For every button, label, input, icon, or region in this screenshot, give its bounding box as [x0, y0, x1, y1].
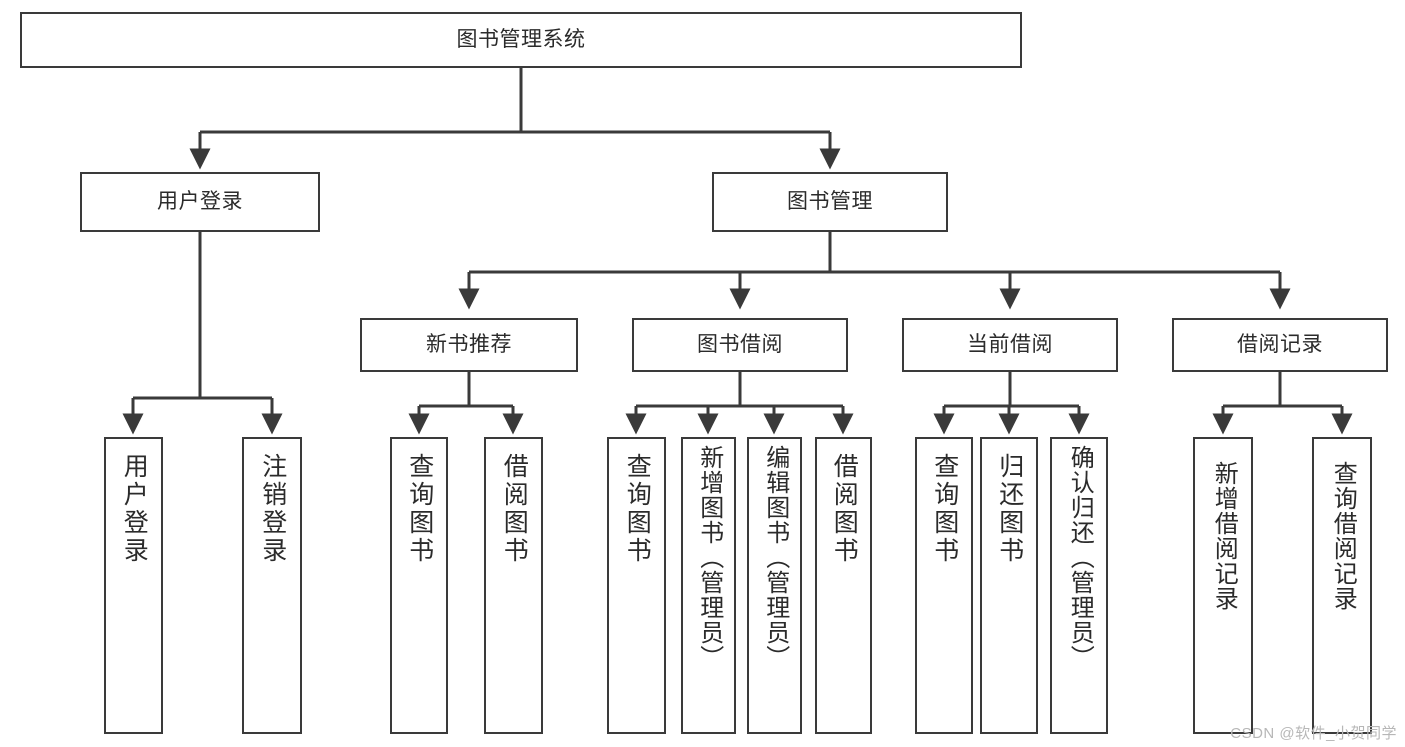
node-leaf-query-book-2[interactable]: 查询图书 [607, 437, 666, 734]
node-current-borrow-label: 当前借阅 [967, 333, 1053, 357]
node-book-borrow-label: 图书借阅 [697, 333, 783, 357]
node-book-borrow[interactable]: 图书借阅 [632, 318, 848, 372]
node-leaf-add-record-label: 新增借阅记录 [1210, 461, 1238, 611]
node-user-login[interactable]: 用户登录 [80, 172, 320, 232]
node-leaf-query-book-1-label: 查询图书 [405, 453, 434, 565]
node-leaf-query-book-1[interactable]: 查询图书 [390, 437, 448, 734]
node-borrow-record[interactable]: 借阅记录 [1172, 318, 1388, 372]
node-leaf-borrow-book-2-label: 借阅图书 [830, 453, 859, 565]
node-current-borrow[interactable]: 当前借阅 [902, 318, 1118, 372]
node-leaf-user-login[interactable]: 用户登录 [104, 437, 163, 734]
node-leaf-user-login-label: 用户登录 [120, 453, 149, 565]
node-leaf-query-record[interactable]: 查询借阅记录 [1312, 437, 1372, 734]
node-leaf-query-book-3[interactable]: 查询图书 [915, 437, 973, 734]
node-leaf-query-record-label: 查询借阅记录 [1329, 461, 1357, 611]
node-new-book-rec-label: 新书推荐 [426, 333, 512, 357]
node-root-label: 图书管理系统 [456, 28, 586, 52]
node-new-book-rec[interactable]: 新书推荐 [360, 318, 578, 372]
node-root[interactable]: 图书管理系统 [20, 12, 1022, 68]
node-leaf-query-book-3-label: 查询图书 [930, 453, 959, 565]
node-leaf-borrow-book-1[interactable]: 借阅图书 [484, 437, 543, 734]
node-leaf-borrow-book-1-label: 借阅图书 [500, 453, 529, 565]
node-leaf-query-book-2-label: 查询图书 [623, 453, 652, 565]
node-leaf-user-logout[interactable]: 注销登录 [242, 437, 302, 734]
node-leaf-add-book-label: 新增图书（管理员） [695, 445, 723, 670]
node-leaf-add-record[interactable]: 新增借阅记录 [1193, 437, 1253, 734]
node-leaf-user-logout-label: 注销登录 [258, 453, 287, 565]
node-leaf-borrow-book-2[interactable]: 借阅图书 [815, 437, 872, 734]
node-leaf-return-book-label: 归还图书 [995, 453, 1024, 565]
watermark-label: CSDN @软件_小贺同学 [1230, 725, 1397, 742]
node-book-manage[interactable]: 图书管理 [712, 172, 948, 232]
node-leaf-edit-book[interactable]: 编辑图书（管理员） [747, 437, 802, 734]
node-book-manage-label: 图书管理 [787, 190, 873, 214]
node-leaf-add-book[interactable]: 新增图书（管理员） [681, 437, 736, 734]
node-leaf-confirm-return-label: 确认归还（管理员） [1066, 445, 1094, 670]
node-leaf-edit-book-label: 编辑图书（管理员） [761, 445, 789, 670]
node-leaf-return-book[interactable]: 归还图书 [980, 437, 1038, 734]
node-user-login-label: 用户登录 [157, 190, 243, 214]
node-leaf-confirm-return[interactable]: 确认归还（管理员） [1050, 437, 1108, 734]
node-borrow-record-label: 借阅记录 [1237, 333, 1323, 357]
